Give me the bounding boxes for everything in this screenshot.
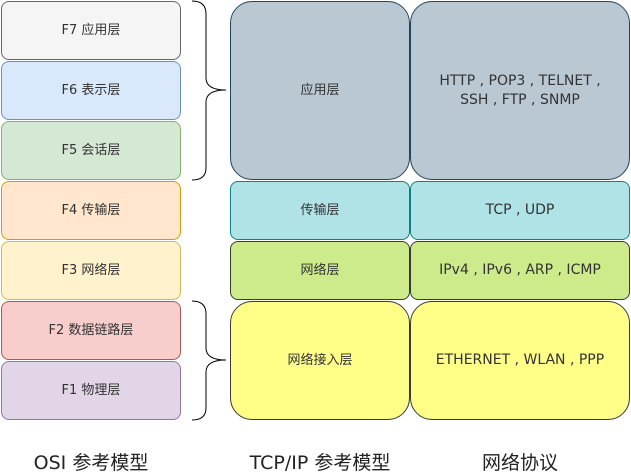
protocols-network-access: ETHERNET , WLAN , PPP — [410, 301, 630, 420]
osi-layer-data-link: F2 数据链路层 — [1, 301, 181, 360]
osi-layer-label: F3 网络层 — [61, 263, 121, 278]
osi-layer-transport: F4 传输层 — [1, 181, 181, 240]
protocol-text-line: ETHERNET , WLAN , PPP — [435, 352, 605, 368]
protocol-text-line: SSH , FTP , SNMP — [460, 91, 580, 108]
protocols-transport: TCP , UDP — [410, 181, 630, 240]
osi-layer-label: F1 物理层 — [61, 383, 121, 398]
tcpip-layer-network-access: 网络接入层 — [230, 301, 410, 420]
osi-layer-label: F4 传输层 — [61, 203, 121, 218]
osi-layer-presentation: F6 表示层 — [1, 61, 181, 120]
tcpip-caption: TCP/IP 参考模型 — [249, 452, 391, 474]
tcpip-layer-label: 应用层 — [300, 83, 340, 98]
tcpip-layer-internet: 网络层 — [230, 241, 410, 300]
osi-layer-label: F7 应用层 — [61, 23, 121, 38]
protocols-caption: 网络协议 — [481, 452, 558, 474]
osi-layer-session: F5 会话层 — [1, 121, 181, 180]
lower-brace — [191, 300, 227, 421]
protocol-text-line: TCP , UDP — [485, 202, 555, 218]
osi-layer-label: F6 表示层 — [61, 83, 121, 98]
tcpip-layer-application: 应用层 — [230, 1, 410, 180]
protocols-internet: IPv4 , IPv6 , ARP , ICMP — [410, 241, 630, 300]
osi-layer-label: F5 会话层 — [61, 143, 121, 158]
osi-layer-application: F7 应用层 — [1, 1, 181, 60]
protocols-application: HTTP , POP3 , TELNET , SSH , FTP , SNMP — [410, 1, 630, 180]
protocol-text-line: IPv4 , IPv6 , ARP , ICMP — [439, 262, 601, 278]
tcpip-layer-transport: 传输层 — [230, 181, 410, 240]
tcpip-layer-label: 网络层 — [300, 263, 340, 278]
protocol-text-line: HTTP , POP3 , TELNET , — [439, 72, 601, 89]
osi-layer-physical: F1 物理层 — [1, 361, 181, 420]
osi-layer-label: F2 数据链路层 — [48, 323, 134, 338]
tcpip-layer-label: 传输层 — [300, 203, 340, 218]
osi-layer-network: F3 网络层 — [1, 241, 181, 300]
upper-brace — [191, 0, 227, 181]
osi-caption: OSI 参考模型 — [33, 452, 149, 474]
tcpip-layer-label: 网络接入层 — [287, 353, 353, 368]
